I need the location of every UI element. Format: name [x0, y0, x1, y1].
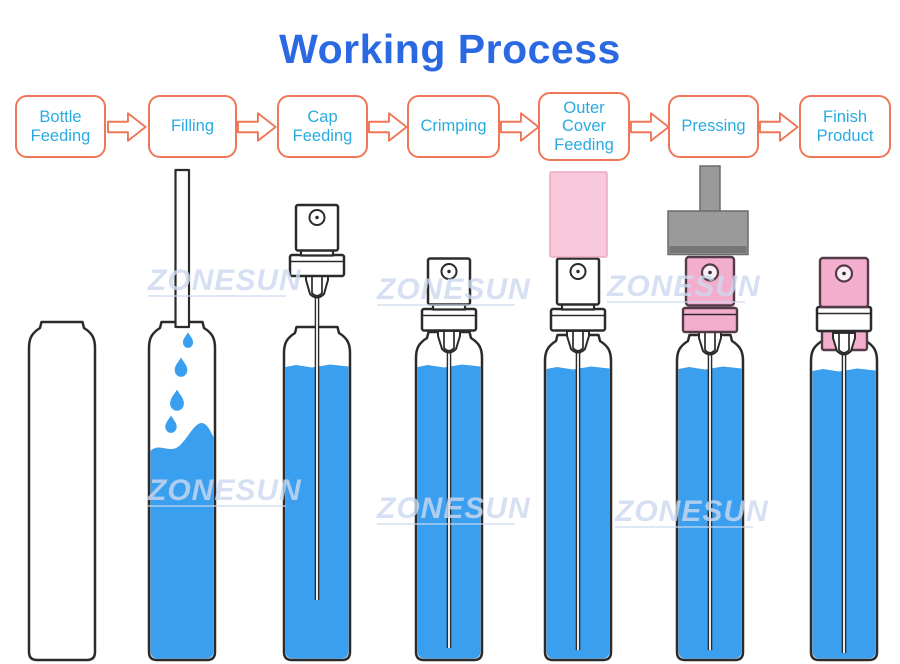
watermark-text: ZONESUN — [614, 495, 769, 528]
pump-crimped-bottle-icon — [414, 257, 484, 662]
flow-arrow-icon — [107, 112, 147, 142]
empty-bottle-icon — [27, 320, 97, 662]
watermarks: ZONESUN ZONESUN ZONESUN ZONESUN ZONESUN … — [147, 264, 769, 528]
step-box-finish-product: Finish Product — [799, 95, 891, 158]
flow-arrow-icon — [237, 112, 277, 142]
flow-arrow-icon — [500, 112, 540, 142]
watermark-text: ZONESUN — [147, 264, 302, 297]
step-box-outer-cover-feeding: Outer Cover Feeding — [538, 92, 630, 161]
press-head-on-bottle-icon — [667, 165, 749, 662]
watermark-text: ZONESUN — [606, 270, 761, 303]
page-title: Working Process — [279, 26, 621, 72]
outer-cover-above-bottle-icon — [543, 171, 613, 662]
outer-cover-icon — [549, 171, 608, 258]
flow-arrow-icon — [759, 112, 799, 142]
step-box-cap-feeding: Cap Feeding — [277, 95, 368, 158]
watermark-text: ZONESUN — [147, 474, 302, 507]
flow-arrow-icon — [368, 112, 408, 142]
spray-pump-above-bottle-icon — [282, 203, 352, 662]
filling-nozzle-icon — [174, 168, 191, 329]
press-rod-icon — [699, 165, 721, 213]
step-box-filling: Filling — [148, 95, 237, 158]
step-box-bottle-feeding: Bottle Feeding — [15, 95, 106, 158]
filling-nozzle-bottle-icon — [147, 168, 217, 662]
watermark-text: ZONESUN — [376, 273, 531, 306]
step-box-crimping: Crimping — [407, 95, 500, 158]
finished-spray-bottle-icon — [809, 256, 879, 662]
watermark-text: ZONESUN — [376, 492, 531, 525]
flow-arrow-icon — [630, 112, 670, 142]
step-box-pressing: Pressing — [668, 95, 759, 158]
